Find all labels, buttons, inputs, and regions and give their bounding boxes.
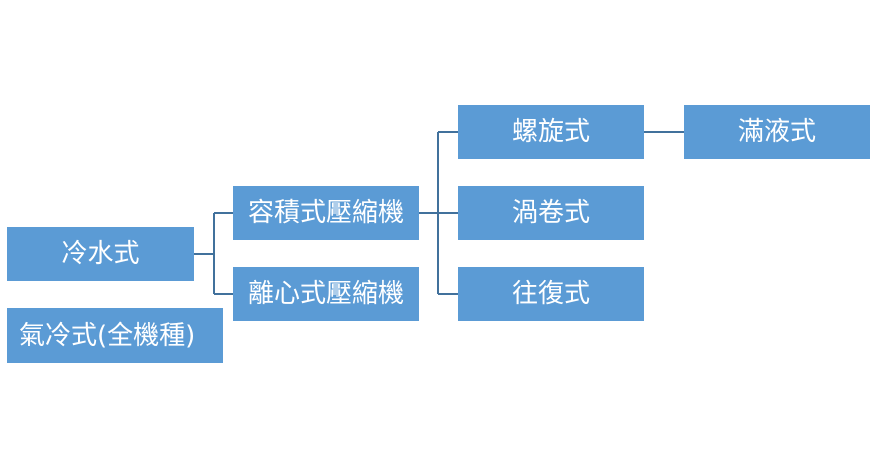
node-centrifugal-compressor: 離心式壓縮機 bbox=[233, 267, 419, 321]
node-reciprocating: 往復式 bbox=[458, 267, 644, 321]
node-flooded: 滿液式 bbox=[684, 105, 870, 159]
node-water-cooled: 冷水式 bbox=[7, 227, 194, 281]
node-scroll: 渦卷式 bbox=[458, 186, 644, 240]
node-screw: 螺旋式 bbox=[458, 105, 644, 159]
node-positive-displacement-compressor: 容積式壓縮機 bbox=[233, 186, 419, 240]
node-air-cooled: 氣冷式(全機種) bbox=[7, 308, 223, 363]
